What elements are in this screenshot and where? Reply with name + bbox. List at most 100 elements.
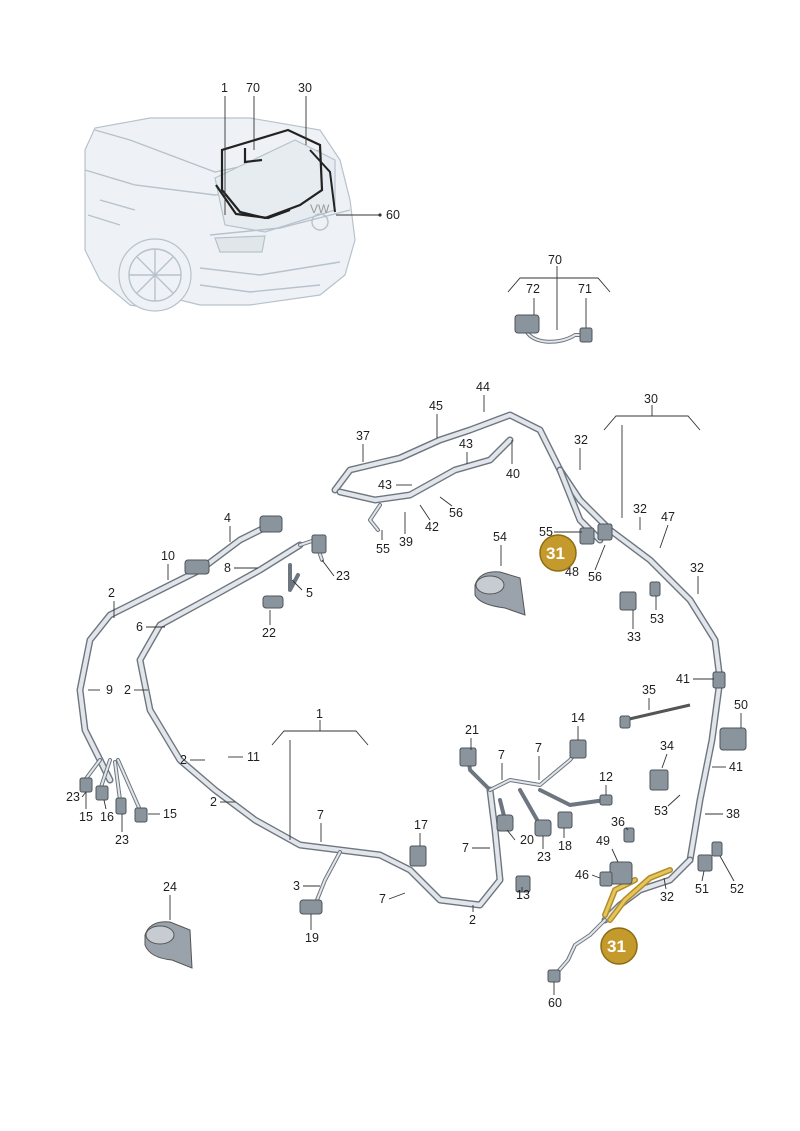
svg-text:2: 2 [108, 586, 115, 600]
svg-text:39: 39 [399, 535, 413, 549]
svg-text:23: 23 [115, 833, 129, 847]
connector-15b [134, 807, 148, 823]
svg-text:7: 7 [535, 741, 542, 755]
svg-text:60: 60 [548, 996, 562, 1010]
connector-15a [79, 777, 93, 793]
svg-text:49: 49 [596, 834, 610, 848]
connector-19 [299, 899, 323, 915]
callout-70-top: 70 [246, 81, 260, 150]
svg-text:2: 2 [210, 795, 217, 809]
svg-text:16: 16 [100, 810, 114, 824]
svg-text:7: 7 [317, 808, 324, 822]
upper-harness [331, 411, 747, 864]
svg-text:19: 19 [305, 931, 319, 945]
svg-text:42: 42 [425, 520, 439, 534]
svg-text:56: 56 [588, 570, 602, 584]
svg-text:53: 53 [650, 612, 664, 626]
svg-text:46: 46 [575, 868, 589, 882]
bolt-36 [623, 827, 635, 843]
connector-17 [409, 845, 427, 867]
svg-text:47: 47 [661, 510, 675, 524]
connector-49 [609, 861, 633, 885]
svg-text:36: 36 [611, 815, 625, 829]
badge-31-lower: 31 [600, 927, 638, 965]
svg-text:22: 22 [262, 626, 276, 640]
svg-text:32: 32 [633, 502, 647, 516]
svg-text:17: 17 [414, 818, 428, 832]
car-rear-illustration: VW [84, 117, 356, 312]
svg-text:2: 2 [469, 913, 476, 927]
svg-text:2: 2 [124, 683, 131, 697]
callout-labels: 44 45 37 43 43 40 32 56 42 39 55 55 48 5… [66, 380, 748, 1010]
svg-text:71: 71 [578, 282, 592, 296]
connector-46 [599, 871, 613, 887]
svg-text:23: 23 [66, 790, 80, 804]
lower-right-harness [547, 827, 723, 983]
svg-text:18: 18 [558, 839, 572, 853]
svg-text:13: 13 [516, 888, 530, 902]
svg-text:72: 72 [526, 282, 540, 296]
svg-text:15: 15 [163, 807, 177, 821]
connector-14 [569, 739, 587, 759]
svg-text:24: 24 [163, 880, 177, 894]
connector-4 [259, 515, 283, 533]
svg-text:3: 3 [293, 879, 300, 893]
svg-text:51: 51 [695, 882, 709, 896]
connector-21 [459, 747, 477, 767]
clip-53a [649, 581, 661, 597]
rear-wiper-harness-72-71 [514, 314, 593, 344]
svg-text:50: 50 [734, 698, 748, 712]
svg-text:70: 70 [246, 81, 260, 95]
svg-text:21: 21 [465, 723, 479, 737]
svg-text:41: 41 [676, 672, 690, 686]
svg-text:37: 37 [356, 429, 370, 443]
svg-text:23: 23 [537, 850, 551, 864]
svg-text:7: 7 [379, 892, 386, 906]
svg-text:32: 32 [660, 890, 674, 904]
svg-text:2: 2 [180, 753, 187, 767]
svg-text:32: 32 [690, 561, 704, 575]
svg-text:1: 1 [316, 707, 323, 721]
relay-33 [619, 591, 637, 611]
svg-text:12: 12 [599, 770, 613, 784]
svg-text:53: 53 [654, 804, 668, 818]
svg-text:60: 60 [386, 208, 400, 222]
svg-text:45: 45 [429, 399, 443, 413]
sensor-22 [262, 595, 284, 609]
svg-text:7: 7 [462, 841, 469, 855]
svg-text:31: 31 [607, 937, 626, 956]
svg-text:43: 43 [378, 478, 392, 492]
svg-text:43: 43 [459, 437, 473, 451]
svg-text:31: 31 [546, 544, 565, 563]
svg-text:20: 20 [520, 833, 534, 847]
connector-13 [515, 875, 531, 893]
sensor-12 [599, 794, 613, 806]
svg-text:40: 40 [506, 467, 520, 481]
svg-text:9: 9 [106, 683, 113, 697]
connector-50 [719, 727, 747, 751]
svg-text:8: 8 [224, 561, 231, 575]
svg-text:35: 35 [642, 683, 656, 697]
svg-text:33: 33 [627, 630, 641, 644]
tape-roll-54 [474, 571, 526, 616]
svg-text:44: 44 [476, 380, 490, 394]
connector-16 [95, 785, 109, 801]
svg-text:70: 70 [548, 253, 562, 267]
svg-text:14: 14 [571, 711, 585, 725]
svg-text:15: 15 [79, 810, 93, 824]
svg-text:11: 11 [247, 750, 260, 764]
badge-31-upper: 31 [539, 534, 577, 572]
relay-34 [649, 769, 669, 791]
connector-55b [579, 527, 595, 545]
connector-23a [311, 534, 327, 554]
svg-text:41: 41 [729, 760, 743, 774]
svg-text:55: 55 [376, 542, 390, 556]
svg-text:4: 4 [224, 511, 231, 525]
svg-text:10: 10 [161, 549, 175, 563]
svg-text:23: 23 [336, 569, 350, 583]
svg-text:7: 7 [498, 748, 505, 762]
group-1-bracket: 1 [271, 707, 369, 840]
svg-text:56: 56 [449, 506, 463, 520]
svg-text:30: 30 [644, 392, 658, 406]
svg-text:32: 32 [574, 433, 588, 447]
